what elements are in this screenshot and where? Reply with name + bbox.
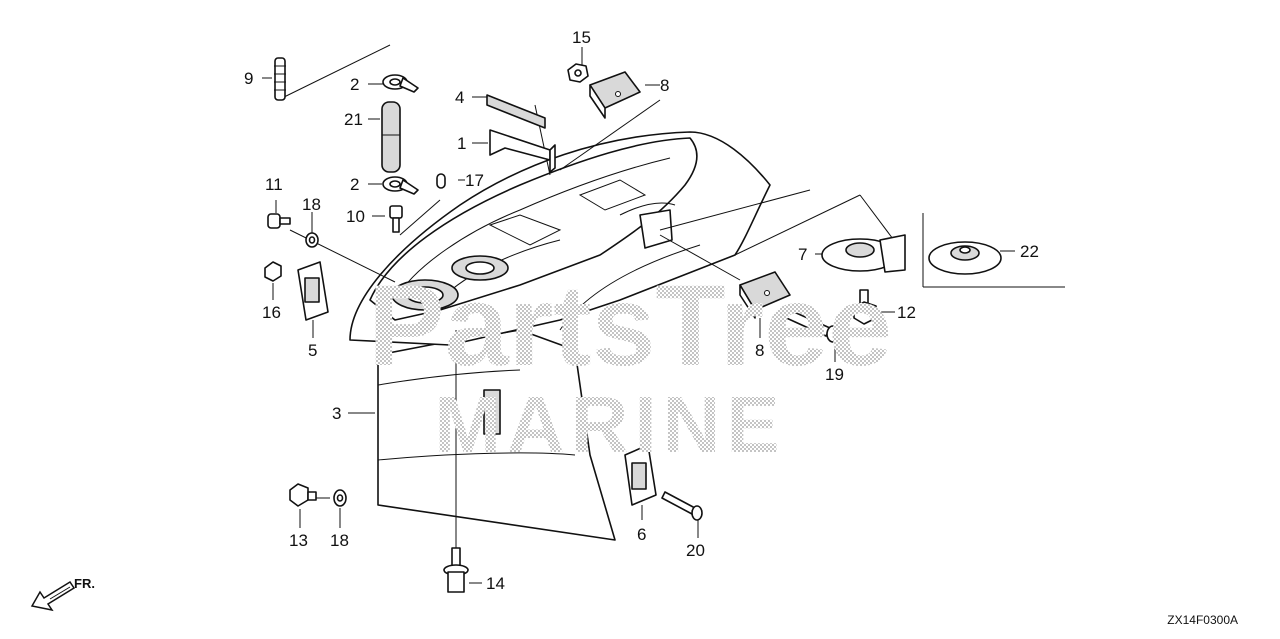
callout-10: 10 (346, 207, 365, 226)
washer-18a (305, 232, 319, 248)
bolt-12 (853, 289, 877, 325)
plug-17 (436, 173, 446, 189)
washer-18b (333, 489, 347, 507)
callout-15: 15 (572, 28, 591, 47)
callout-8a: 8 (660, 76, 669, 95)
bolt-19 (781, 307, 840, 343)
callout-13: 13 (289, 531, 308, 550)
gear-case-housing (349, 131, 771, 541)
callout-17: 17 (465, 171, 484, 190)
arrow-down-left-icon (30, 580, 76, 612)
callout-7: 7 (798, 245, 807, 264)
water-hose-21 (381, 101, 401, 173)
callout-22: 22 (1020, 242, 1039, 261)
callout-18b: 18 (330, 531, 349, 550)
callout-14: 14 (486, 574, 505, 593)
anode-8a (589, 71, 641, 119)
cooling-inlet (483, 389, 501, 435)
callout-5: 5 (308, 341, 317, 360)
callout-2a: 2 (350, 75, 359, 94)
nut-15 (567, 63, 589, 83)
trim-tab-7 (821, 234, 906, 273)
callout-20: 20 (686, 541, 705, 560)
diagram-code: ZX14F0300A (1167, 613, 1238, 627)
callout-16: 16 (262, 303, 281, 322)
hose-fitting-9 (274, 57, 286, 101)
bolt-13 (289, 483, 317, 507)
nipple-10 (389, 205, 403, 233)
callout-18a: 18 (302, 195, 321, 214)
callout-8b: 8 (755, 341, 764, 360)
callout-3: 3 (332, 404, 341, 423)
cover-plate-5 (297, 261, 329, 321)
bolt-11 (267, 213, 291, 229)
bracket-1 (489, 129, 556, 173)
bolt-14 (443, 547, 469, 593)
callout-4: 4 (455, 88, 464, 107)
bolt-20 (661, 491, 703, 521)
callout-19: 19 (825, 365, 844, 384)
callout-1: 1 (457, 134, 466, 153)
hose-clip-2a (382, 74, 419, 93)
front-direction-indicator: FR. (30, 576, 95, 612)
watermark-line1: PartsTree (368, 262, 892, 390)
callout-21: 21 (344, 110, 363, 129)
callout-9: 9 (244, 69, 253, 88)
direction-label: FR. (74, 576, 95, 591)
callout-6: 6 (637, 525, 646, 544)
callout-2b: 2 (350, 175, 359, 194)
cover-plate-6 (624, 444, 657, 506)
watermark-line2: MARINE (434, 380, 786, 469)
hose-clip-2b (382, 176, 419, 195)
anode-8b (739, 271, 791, 319)
callouts: 9 2 21 2 17 10 4 1 15 8 11 18 16 5 3 13 … (244, 28, 1039, 593)
rubber-seal-4 (486, 94, 546, 129)
callout-12: 12 (897, 303, 916, 322)
anode-22 (928, 241, 1002, 275)
watermark: PartsTree MARINE (368, 262, 892, 469)
callout-11: 11 (265, 175, 283, 194)
nut-16 (264, 261, 282, 282)
